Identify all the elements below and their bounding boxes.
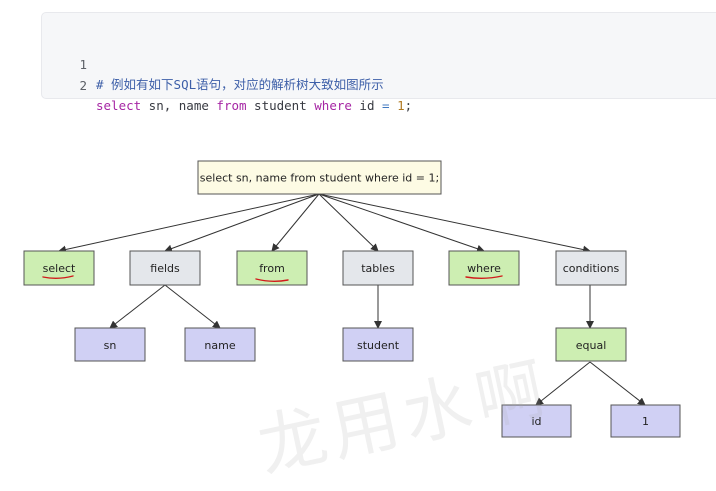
edge-fields-name	[164, 284, 221, 329]
underline-where	[465, 275, 503, 279]
sql-statement: select sn, name from student where id = …	[96, 96, 412, 116]
node-equal-label: equal	[576, 339, 607, 352]
code-line-2: 2 select sn, name from student where id …	[42, 56, 412, 113]
node-name-label: name	[204, 339, 235, 352]
sql-comment: # 例如有如下SQL语句，对应的解析树大致如图所示	[96, 77, 384, 92]
tree-node-fields: fields	[129, 250, 201, 286]
code-semicolon: ;	[404, 98, 413, 113]
code-block: 1 # 例如有如下SQL语句，对应的解析树大致如图所示 2 select sn,…	[41, 12, 716, 113]
keyword-select: select	[96, 98, 142, 113]
code-operator: =	[382, 98, 390, 113]
node-sn-label: sn	[104, 339, 117, 352]
code-number: 1	[397, 98, 405, 113]
underline-select	[42, 275, 74, 279]
line-number: 1	[79, 57, 87, 72]
tree-node-where: where	[448, 250, 520, 286]
tree-node-select: select	[23, 250, 95, 286]
edge-root-from	[271, 193, 320, 252]
edge-root-select	[58, 193, 320, 254]
edge-root-fields	[164, 193, 320, 253]
tree-node-equal: equal	[555, 327, 627, 362]
tree-edges	[58, 193, 646, 406]
edge-root-where	[318, 193, 485, 253]
parse-tree-diagram: select sn, name from student where id = …	[23, 160, 681, 438]
underline-from	[255, 278, 289, 282]
root-label: select sn, name from student where id = …	[200, 172, 439, 185]
keyword-from: from	[216, 98, 247, 113]
line-number: 2	[79, 78, 87, 93]
edge-fields-sn	[109, 284, 166, 329]
tree-node-name: name	[184, 327, 256, 362]
node-fields-label: fields	[150, 262, 180, 275]
node-one-label: 1	[642, 415, 649, 428]
node-tables-label: tables	[361, 262, 395, 275]
node-from-label: from	[259, 262, 285, 275]
keyword-where: where	[314, 98, 352, 113]
code-column: id	[351, 98, 383, 113]
keyword-underlines	[42, 275, 503, 282]
tree-node-one: 1	[610, 404, 681, 438]
tree-node-id: id	[501, 404, 572, 438]
edge-equal-id	[535, 361, 591, 406]
edge-equal-one	[589, 361, 646, 406]
tree-node-root: select sn, name from student where id = …	[197, 160, 442, 195]
tree-node-conditions: conditions	[555, 250, 627, 286]
node-conditions-label: conditions	[563, 262, 620, 275]
edge-root-tables	[318, 193, 379, 252]
tree-node-sn: sn	[74, 327, 146, 362]
tree-node-tables: tables	[342, 250, 414, 286]
code-line-1: 1 # 例如有如下SQL语句，对应的解析树大致如图所示	[42, 35, 383, 92]
code-table: student	[246, 98, 315, 113]
tree-node-from: from	[236, 250, 308, 286]
code-fields: sn, name	[141, 98, 217, 113]
node-student-label: student	[357, 339, 400, 352]
node-select-label: select	[43, 262, 76, 275]
edge-root-conditions	[318, 193, 591, 254]
node-where-label: where	[467, 262, 501, 275]
node-id-label: id	[531, 415, 541, 428]
tree-node-student: student	[342, 327, 414, 362]
